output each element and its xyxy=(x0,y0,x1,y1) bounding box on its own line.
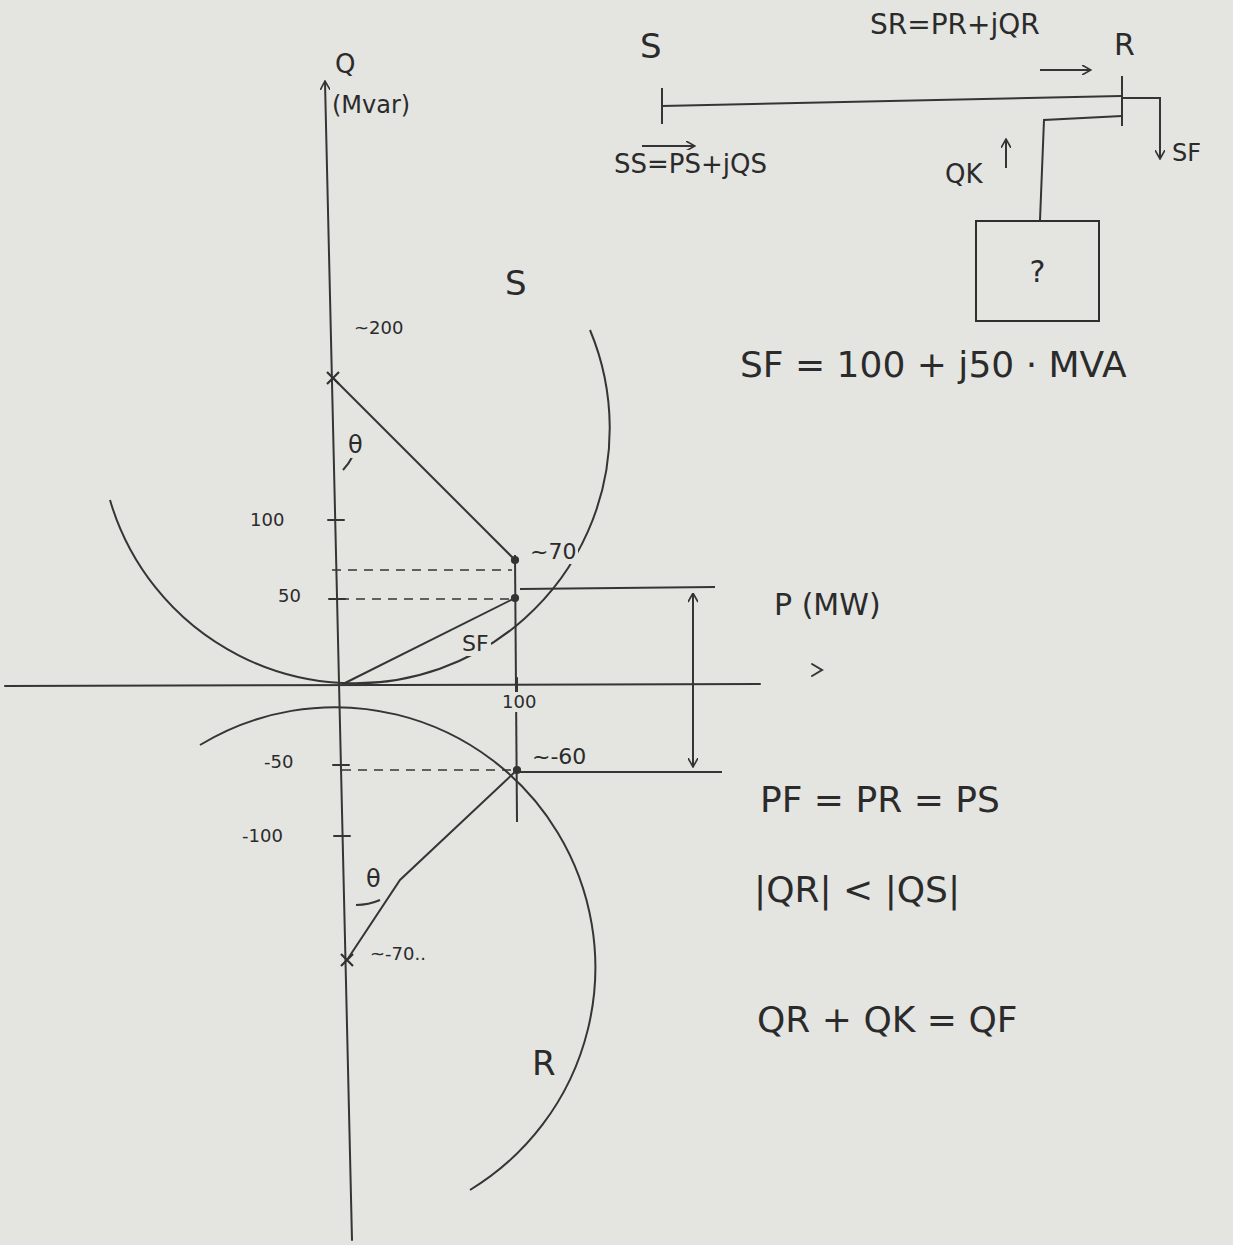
circles xyxy=(110,330,610,1190)
axis-ticks xyxy=(328,520,517,836)
points xyxy=(327,372,520,966)
power-label: SR=PR+jQR xyxy=(868,10,1042,41)
angle-symbol: θ xyxy=(346,432,365,458)
compensator-box: ? xyxy=(975,220,1100,322)
dashed-lines xyxy=(332,570,514,770)
line xyxy=(662,96,1121,106)
p-axis xyxy=(5,684,760,686)
one-line-schematic xyxy=(642,70,1160,220)
equation: SF = 100 + j50 · MVA xyxy=(738,345,1129,385)
value-note: ~-60 xyxy=(530,745,588,769)
tick-label: 50 xyxy=(276,586,303,606)
sf-vector xyxy=(343,598,515,684)
power-label: SF xyxy=(1170,140,1203,166)
axis-unit: (Mvar) xyxy=(330,92,412,118)
tick-label: 100 xyxy=(500,692,538,712)
tick-label: -100 xyxy=(240,826,285,846)
drawing-stroke xyxy=(327,372,339,384)
bus-r xyxy=(1121,76,1123,126)
power-label: QK xyxy=(943,160,985,189)
axes xyxy=(5,82,822,1240)
q-axis xyxy=(325,82,352,1240)
construction xyxy=(333,378,722,960)
radius-line xyxy=(347,770,517,960)
qk-arrow xyxy=(1005,140,1007,168)
equation: QR + QK = QF xyxy=(755,1000,1019,1040)
angle-symbol: θ xyxy=(364,866,383,892)
bus-name: S xyxy=(638,28,664,65)
value-note: ~70 xyxy=(528,540,578,564)
angle-arc xyxy=(356,900,380,905)
vector-label: SF xyxy=(460,632,491,656)
tick-label: 100 xyxy=(248,510,286,530)
extension-line xyxy=(520,587,722,772)
ss-arrow xyxy=(642,145,694,147)
drawing-stroke xyxy=(512,595,518,601)
p-axis-arrow xyxy=(812,664,822,676)
radius-line xyxy=(333,378,515,560)
value-note: ~200 xyxy=(352,318,405,338)
axis-title: Q xyxy=(333,50,357,79)
equation: |QR| < |QS| xyxy=(752,870,962,910)
axis-title: P (MW) xyxy=(772,588,883,621)
value-note: ~-70.. xyxy=(368,944,428,964)
sending-circle xyxy=(110,330,610,683)
dimension-arrow xyxy=(692,594,694,766)
equation: PF = PR = PS xyxy=(758,780,1002,820)
drawing-stroke xyxy=(341,954,353,966)
circle-name: R xyxy=(530,1045,558,1082)
power-label: SS=PS+jQS xyxy=(612,150,769,179)
drawing-stroke xyxy=(512,557,518,563)
sr-arrow xyxy=(1040,69,1090,71)
tick-label: -50 xyxy=(262,752,295,772)
drawing-stroke xyxy=(332,570,514,770)
circle-name: S xyxy=(503,265,529,302)
receiving-circle xyxy=(200,707,595,1190)
bus-name: R xyxy=(1112,28,1137,61)
drawing-stroke xyxy=(514,767,520,773)
box-text: ? xyxy=(1030,254,1046,289)
compensator-feeder xyxy=(1040,116,1122,220)
load-arrow xyxy=(1122,98,1160,158)
